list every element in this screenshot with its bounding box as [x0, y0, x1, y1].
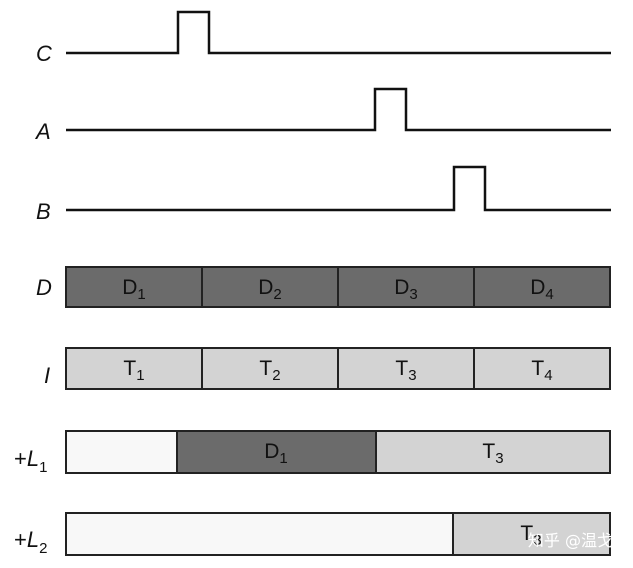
row-l2-empty-cell — [65, 512, 454, 556]
row-l2-cell — [452, 512, 611, 556]
row-label-l2: +L2 — [14, 527, 47, 557]
row-label-l1: +L1 — [14, 446, 47, 476]
signal-label-a: A — [34, 119, 51, 144]
row-d-cell — [337, 266, 475, 308]
row-i-cell-label: T3 — [395, 357, 416, 384]
row-i-cell-label: T4 — [531, 357, 552, 384]
row-l1-empty-cell — [65, 430, 178, 474]
row-i-cell-label: T2 — [259, 357, 280, 384]
row-label-i: I — [44, 363, 50, 388]
row-i-cell — [201, 347, 339, 390]
signal-c: C — [36, 10, 611, 66]
row-l1-cell — [375, 430, 611, 474]
row-d-cell-label: D2 — [258, 276, 282, 303]
row-label-d: D — [36, 275, 52, 300]
row-i-cell-label: T1 — [123, 357, 144, 384]
signal-b: B — [36, 165, 611, 224]
row-d-cell — [201, 266, 339, 308]
row-i-cell — [473, 347, 611, 390]
row-l2: +L2 T3 — [14, 512, 611, 557]
signal-label-c: C — [36, 41, 52, 66]
watermark: 知乎 @温戈 — [528, 531, 613, 550]
row-l2-cell-label: T3 — [520, 522, 541, 549]
row-d-cell-label: D1 — [122, 276, 146, 303]
row-d-cell-label: D4 — [530, 276, 554, 303]
row-l1-cell-label: T3 — [482, 440, 503, 467]
row-l1-cell — [176, 430, 377, 474]
row-d-cell-label: D3 — [394, 276, 418, 303]
row-l1: +L1 D1 T3 — [14, 430, 611, 476]
signal-a-waveform — [66, 87, 611, 132]
row-d: D D1 D2 D3 D4 — [36, 266, 611, 308]
row-l1-cell-label: D1 — [264, 440, 288, 467]
row-i-cell — [337, 347, 475, 390]
signal-c-waveform — [66, 10, 611, 55]
signal-a: A — [34, 87, 611, 144]
signal-b-waveform — [66, 165, 611, 212]
row-d-cell — [473, 266, 611, 308]
row-i: I T1 T2 T3 T4 — [44, 347, 611, 390]
row-d-cell — [65, 266, 203, 308]
signal-label-b: B — [36, 199, 51, 224]
